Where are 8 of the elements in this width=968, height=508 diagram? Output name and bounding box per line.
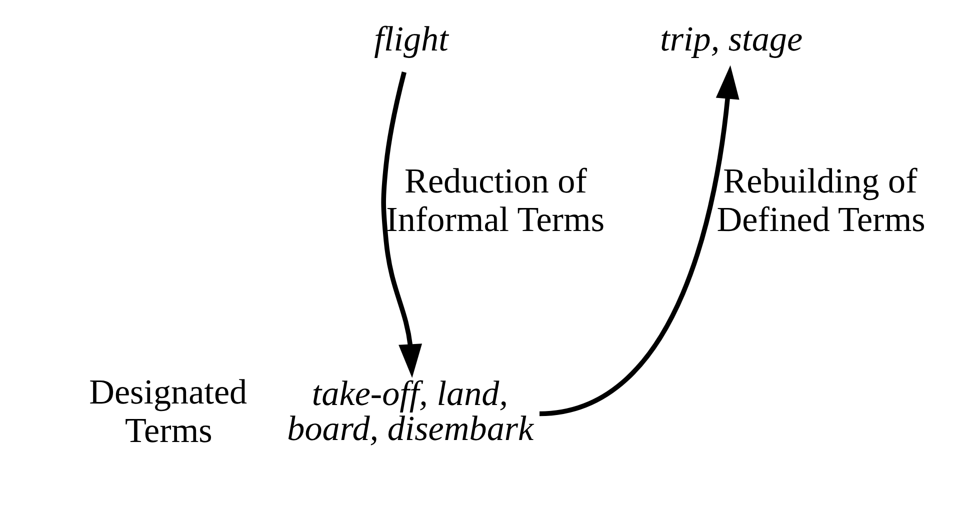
node-label: Designated Terms: [89, 372, 248, 450]
edge-label: Rebuilding of Defined Terms: [716, 162, 926, 239]
node-text: take-off, land, board, disembark: [287, 374, 534, 448]
node-text: flight: [374, 20, 448, 59]
edge-label: Reduction of Informal Terms: [386, 162, 604, 239]
node-text: trip, stage: [660, 20, 803, 59]
arrow: [539, 65, 740, 416]
arrow: [381, 72, 422, 378]
